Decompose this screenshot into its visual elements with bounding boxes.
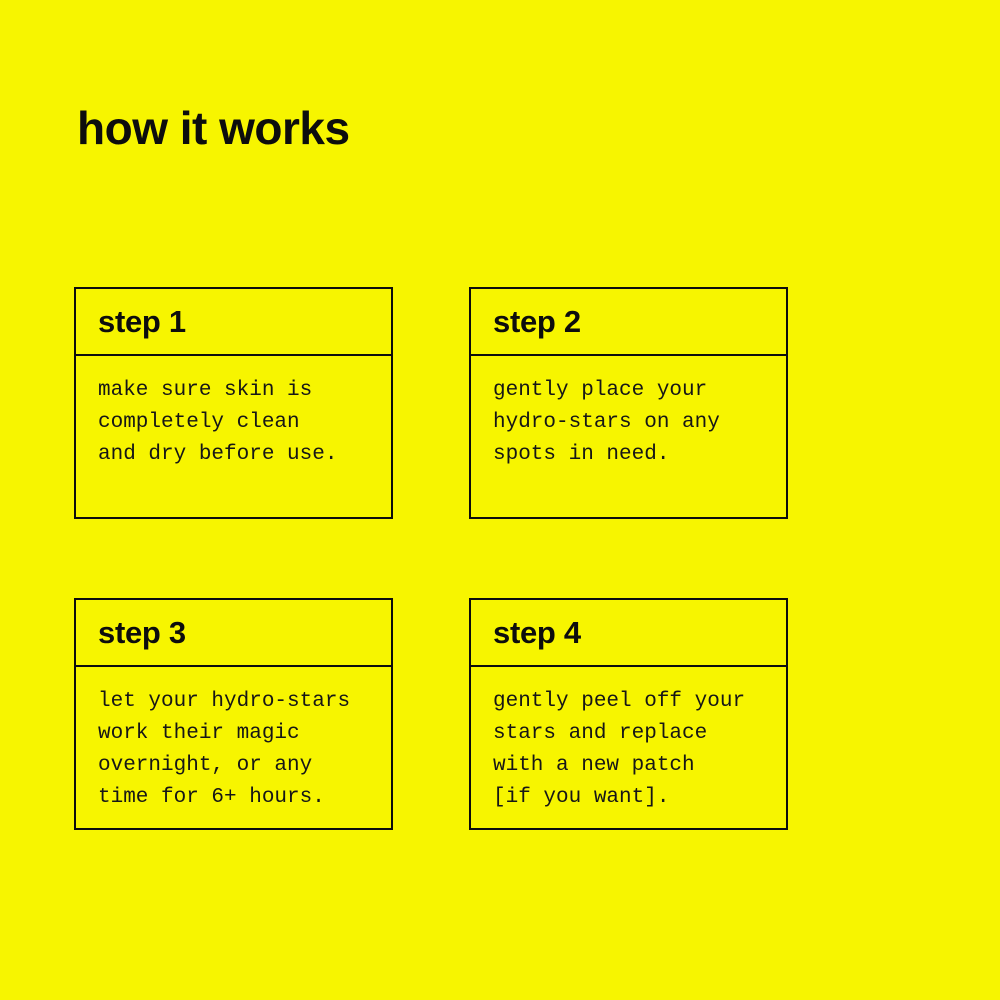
step-header-2: step 2 xyxy=(471,289,786,356)
step-body-3: let your hydro-stars work their magic ov… xyxy=(98,690,351,809)
step-card-3: step 3 let your hydro-stars work their m… xyxy=(74,598,393,830)
step-label-1: step 1 xyxy=(98,303,186,339)
step-label-2: step 2 xyxy=(493,303,581,339)
step-body-1: make sure skin is completely clean and d… xyxy=(98,379,338,466)
step-label-3: step 3 xyxy=(98,614,186,650)
step-body-2: gently place your hydro-stars on any spo… xyxy=(493,379,720,466)
step-body-4: gently peel off your stars and replace w… xyxy=(493,690,746,809)
step-header-1: step 1 xyxy=(76,289,391,356)
step-label-4: step 4 xyxy=(493,614,581,650)
page-title: how it works xyxy=(77,102,350,154)
step-header-4: step 4 xyxy=(471,600,786,667)
step-header-3: step 3 xyxy=(76,600,391,667)
step-card-1: step 1 make sure skin is completely clea… xyxy=(74,287,393,519)
step-card-2: step 2 gently place your hydro-stars on … xyxy=(469,287,788,519)
step-card-4: step 4 gently peel off your stars and re… xyxy=(469,598,788,830)
